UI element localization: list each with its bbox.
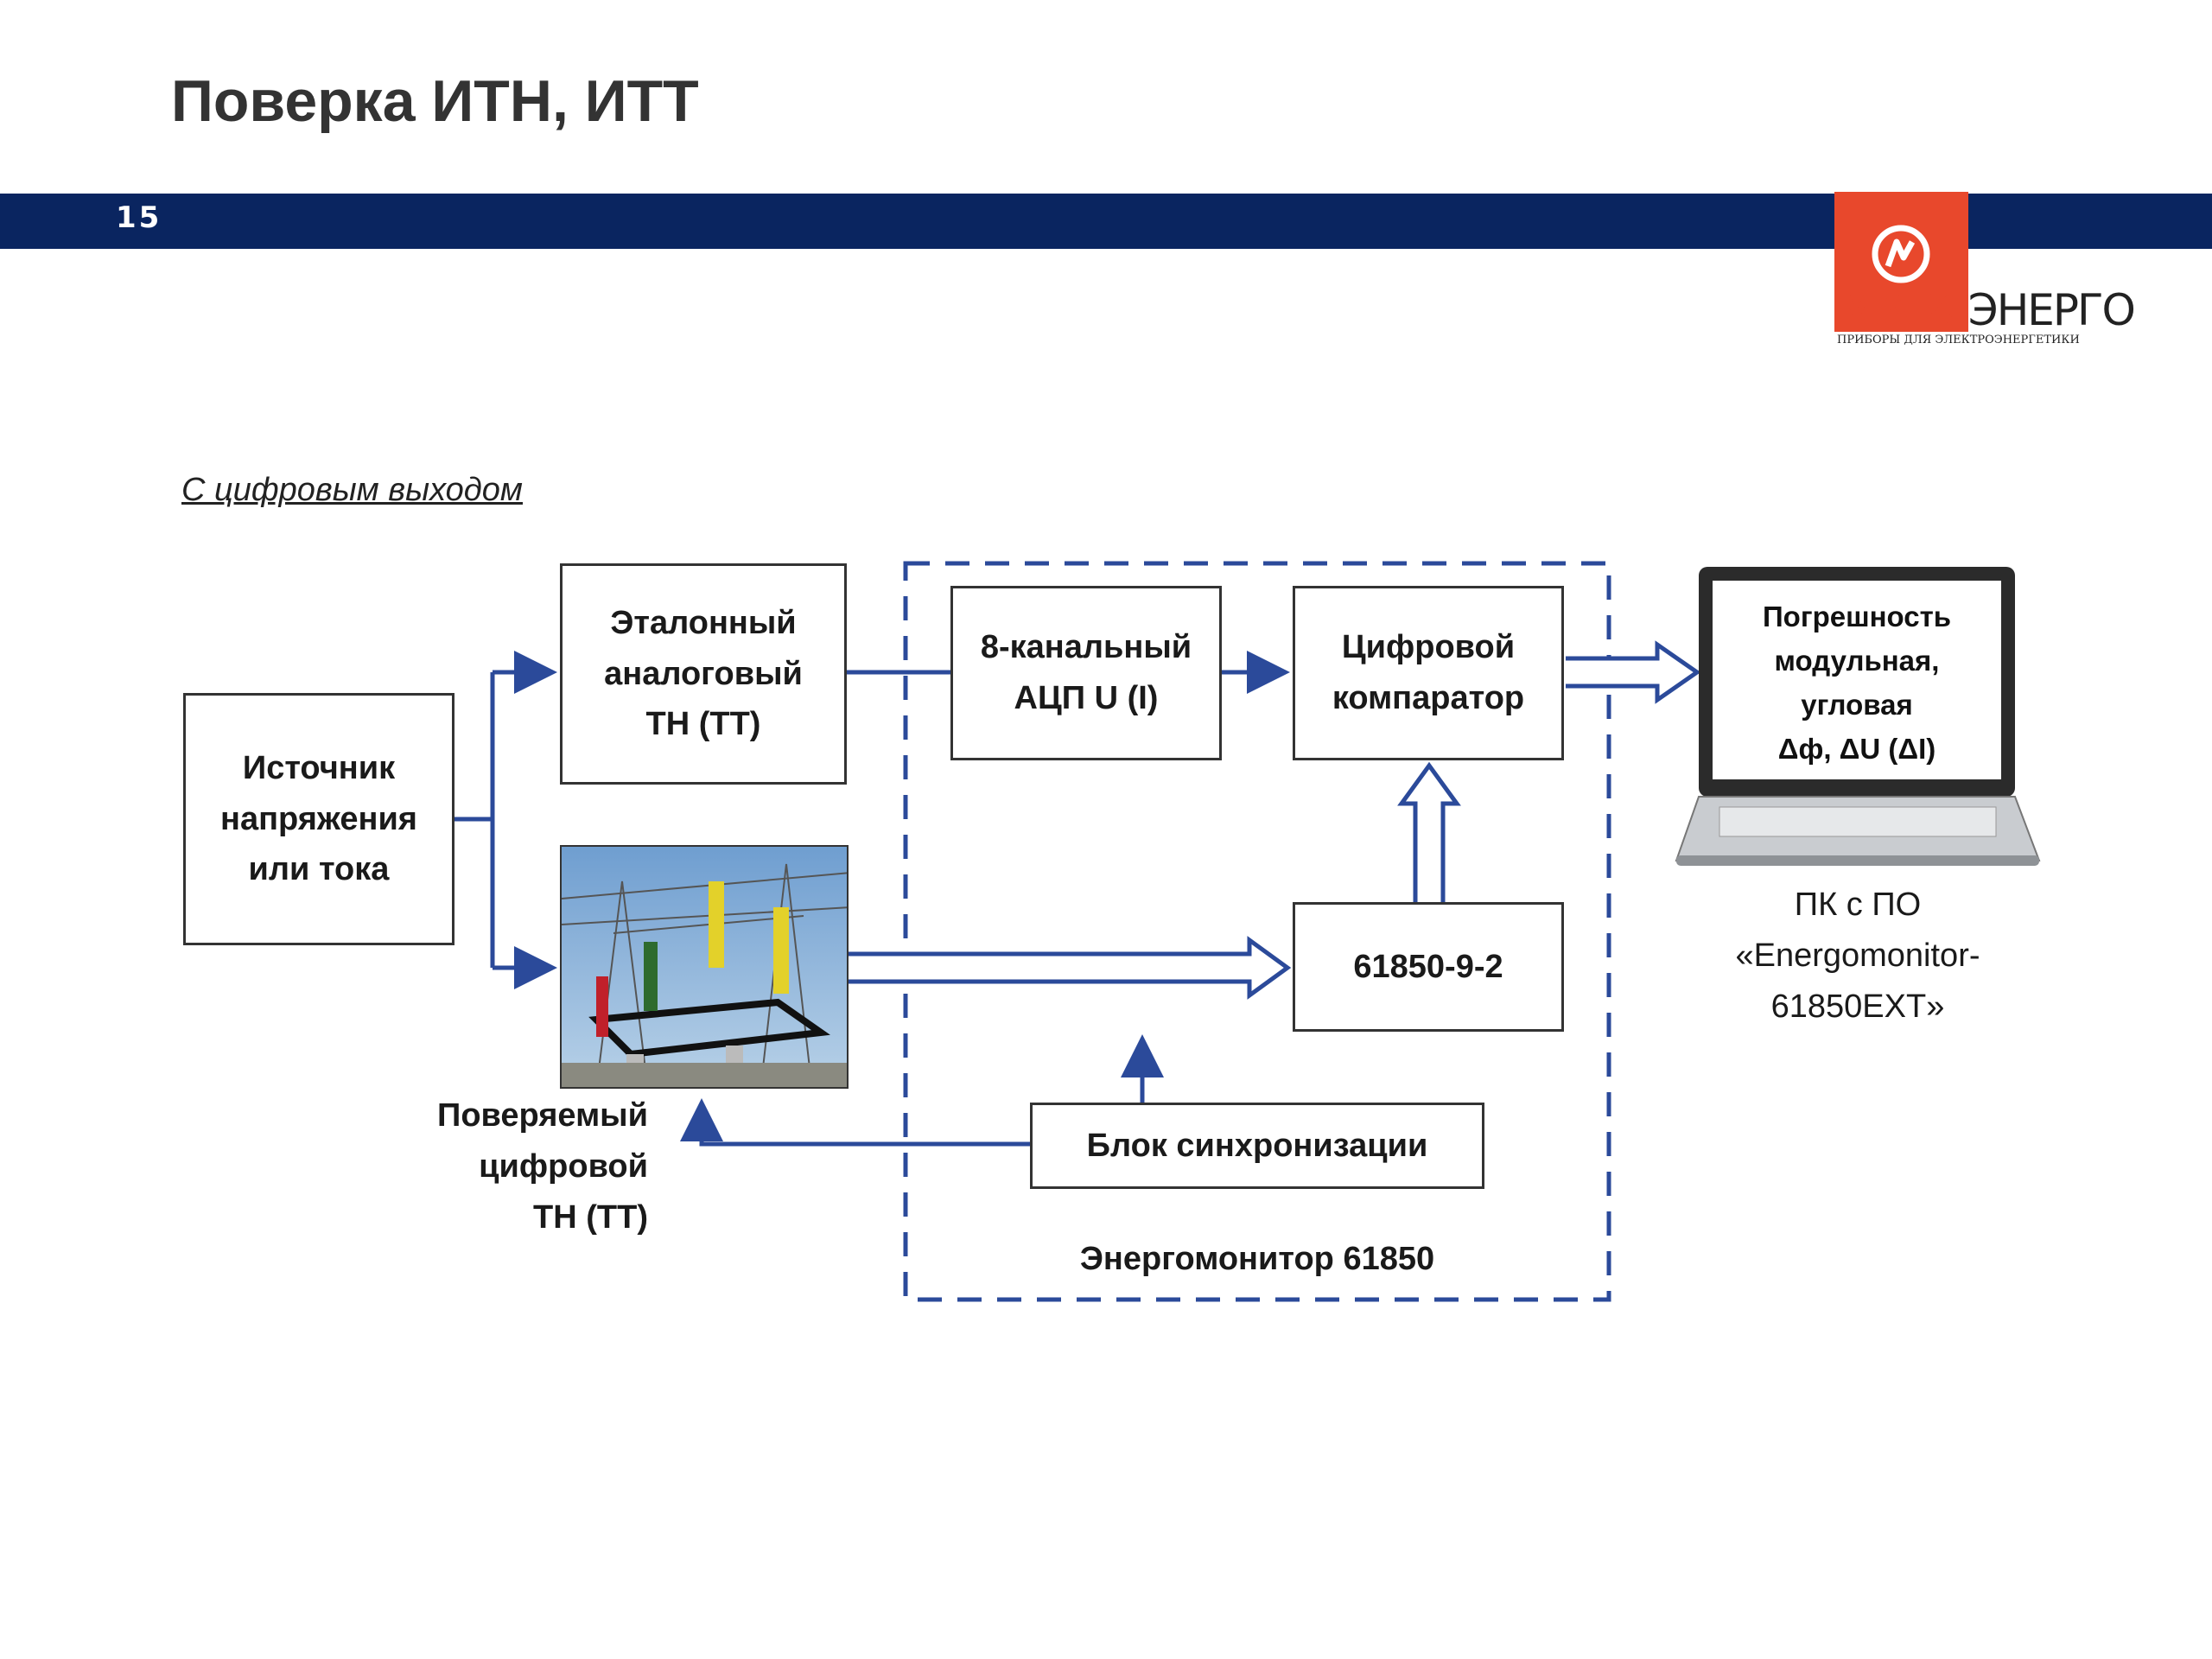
logo-wordmark: МАРСЭНЕРГО (1835, 285, 2136, 335)
laptop-screen-text: Погрешность модульная, угловая Δф, ΔU (Δ… (1716, 594, 1998, 772)
section-subtitle: С цифровым выходом (181, 472, 523, 508)
laptop-screen (1713, 581, 2001, 779)
dut-photo (560, 845, 849, 1089)
sync-label: Блок синхронизации (1086, 1127, 1428, 1164)
adc-line-1: 8-канальный (980, 629, 1192, 666)
dut-label: Поверяемый цифровой ТН (ТТ) (380, 1090, 648, 1243)
source-line-1: Источник (242, 749, 396, 786)
logo-mark (1834, 192, 1968, 332)
protocol-box: 61850-9-2 (1293, 902, 1564, 1032)
logo-tagline: ПРИБОРЫ ДЛЯ ЭЛЕКТРОЭНЕРГЕТИКИ (1837, 334, 2080, 346)
page-title: Поверка ИТН, ИТТ (171, 68, 699, 134)
dut-line-2: цифровой (479, 1147, 648, 1185)
pc-line-1: ПК с ПО (1794, 887, 1922, 923)
screen-line-1: Погрешность (1762, 601, 1952, 632)
laptop-keyboard (1719, 806, 1997, 837)
source-box: Источник напряжения или тока (183, 693, 454, 945)
comparator-line-2: компаратор (1332, 680, 1525, 716)
device-group-label: Энергомонитор 61850 (1079, 1241, 1435, 1277)
screen-line-3: Δф, ΔU (ΔI) (1777, 733, 1936, 766)
dut-line-1: Поверяемый (437, 1097, 648, 1134)
logo-brand-part1: МАРС (1835, 285, 1970, 335)
comparator-line-1: Цифровой (1341, 629, 1516, 666)
reference-line-3: ТН (ТТ) (645, 706, 761, 743)
laptop-front-edge (1676, 855, 2039, 866)
source-branch-lines (454, 651, 1290, 1147)
reference-line-1: Эталонный (610, 604, 797, 641)
protocol-label: 61850-9-2 (1353, 948, 1503, 985)
hollow-arrow-up (1397, 761, 1461, 902)
substation-image (562, 847, 847, 1087)
hollow-arrow-dut (849, 936, 1292, 1000)
dut-line-3: ТН (ТТ) (533, 1198, 648, 1236)
sync-box: Блок синхронизации (1030, 1103, 1484, 1189)
source-line-2: напряжения (220, 800, 417, 837)
device-group-border (903, 561, 1611, 1302)
reference-line-2: аналоговый (604, 655, 803, 692)
pc-line-2: «Energomonitor- (1735, 937, 1980, 974)
reference-transformer-box: Эталонный аналоговый ТН (ТТ) (560, 563, 847, 785)
pc-label: ПК с ПО «Energomonitor- 61850EXT» (1676, 880, 2039, 1033)
comparator-box: Цифровой компаратор (1293, 586, 1564, 760)
logo-brand-part2: ЭНЕРГО (1967, 285, 2136, 335)
logo-symbol-icon (1872, 225, 1930, 283)
screen-line-2: модульная, угловая (1774, 645, 1940, 721)
adc-box: 8-канальный АЦП U (I) (950, 586, 1222, 760)
slide-number: 15 (116, 200, 162, 235)
adc-line-2: АЦП U (I) (1014, 680, 1159, 716)
pc-line-3: 61850EXT» (1770, 988, 1945, 1025)
source-line-3: или тока (248, 851, 390, 888)
hollow-arrow-pc (1566, 640, 1701, 704)
